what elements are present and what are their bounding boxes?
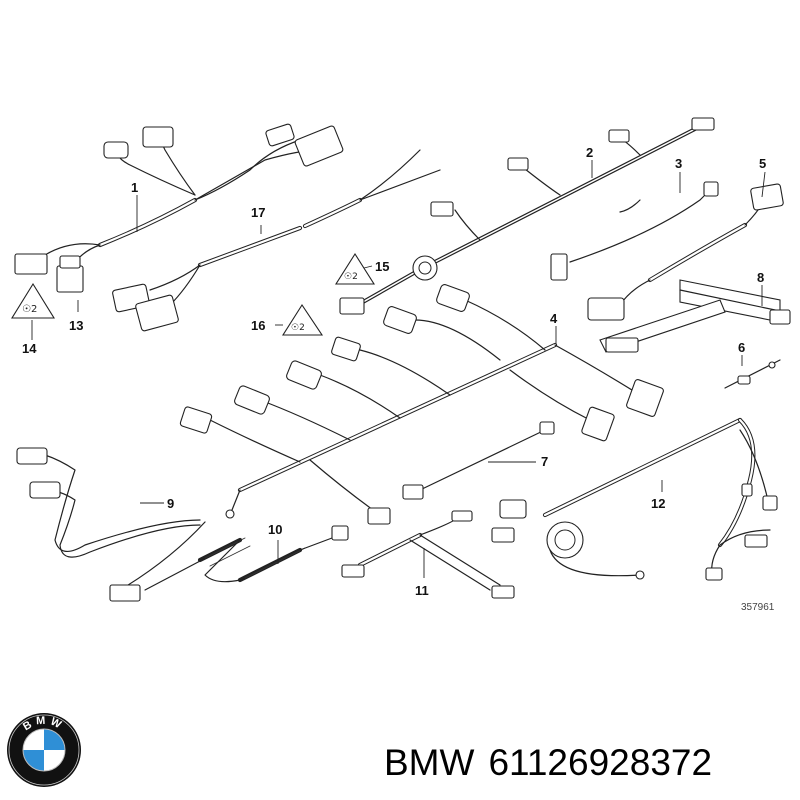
bmw-logo: BMW xyxy=(7,713,81,787)
callout-3: 3 xyxy=(675,156,682,171)
part-15-warning-label: ☉2 xyxy=(335,252,375,285)
callout-1: 1 xyxy=(131,180,138,195)
part-1-harness xyxy=(14,123,344,293)
part-6-lead xyxy=(724,359,781,389)
svg-text:☉2: ☉2 xyxy=(22,304,37,315)
callout-8: 8 xyxy=(757,270,764,285)
callout-17: 17 xyxy=(251,205,265,220)
callout-14: 14 xyxy=(22,341,37,356)
part-14-warning-label: ☉2 xyxy=(11,282,55,319)
callout-15: 15 xyxy=(375,259,389,274)
part-5-harness xyxy=(587,183,784,321)
part-10-cable xyxy=(144,525,349,591)
part-8-ribbon xyxy=(599,279,791,353)
svg-text:☉2: ☉2 xyxy=(344,272,358,282)
part-caption: BMW 61126928372 xyxy=(384,738,712,788)
callout-12: 12 xyxy=(651,496,665,511)
callout-13: 13 xyxy=(69,318,83,333)
diagram-reference-number: 357961 xyxy=(741,602,775,613)
part-16-clip: ☉2 xyxy=(282,297,365,336)
callout-6: 6 xyxy=(738,340,745,355)
brand-name: BMW xyxy=(384,742,475,783)
callout-5: 5 xyxy=(759,156,766,171)
leader-lines xyxy=(31,160,766,578)
part-2-harness xyxy=(354,117,715,308)
part-11-cable xyxy=(341,510,515,599)
callout-16: 16 xyxy=(251,318,265,333)
part-7-lead xyxy=(402,421,555,500)
part-9-cable xyxy=(16,447,206,602)
callout-11: 11 xyxy=(415,583,429,598)
part-number: 61126928372 xyxy=(488,742,713,783)
part-4-harness xyxy=(179,284,664,525)
part-12-harness xyxy=(491,417,778,581)
callout-7: 7 xyxy=(541,454,548,469)
callout-4: 4 xyxy=(550,311,558,326)
callout-10: 10 xyxy=(268,522,282,537)
callout-9: 9 xyxy=(167,496,174,511)
svg-text:☉2: ☉2 xyxy=(291,323,305,333)
part-17-harness xyxy=(112,149,441,332)
part-3-harness xyxy=(550,181,719,281)
callout-2: 2 xyxy=(586,145,593,160)
callout-labels: 1 2 3 4 5 6 7 8 9 10 11 12 13 14 15 16 1… xyxy=(22,145,775,613)
